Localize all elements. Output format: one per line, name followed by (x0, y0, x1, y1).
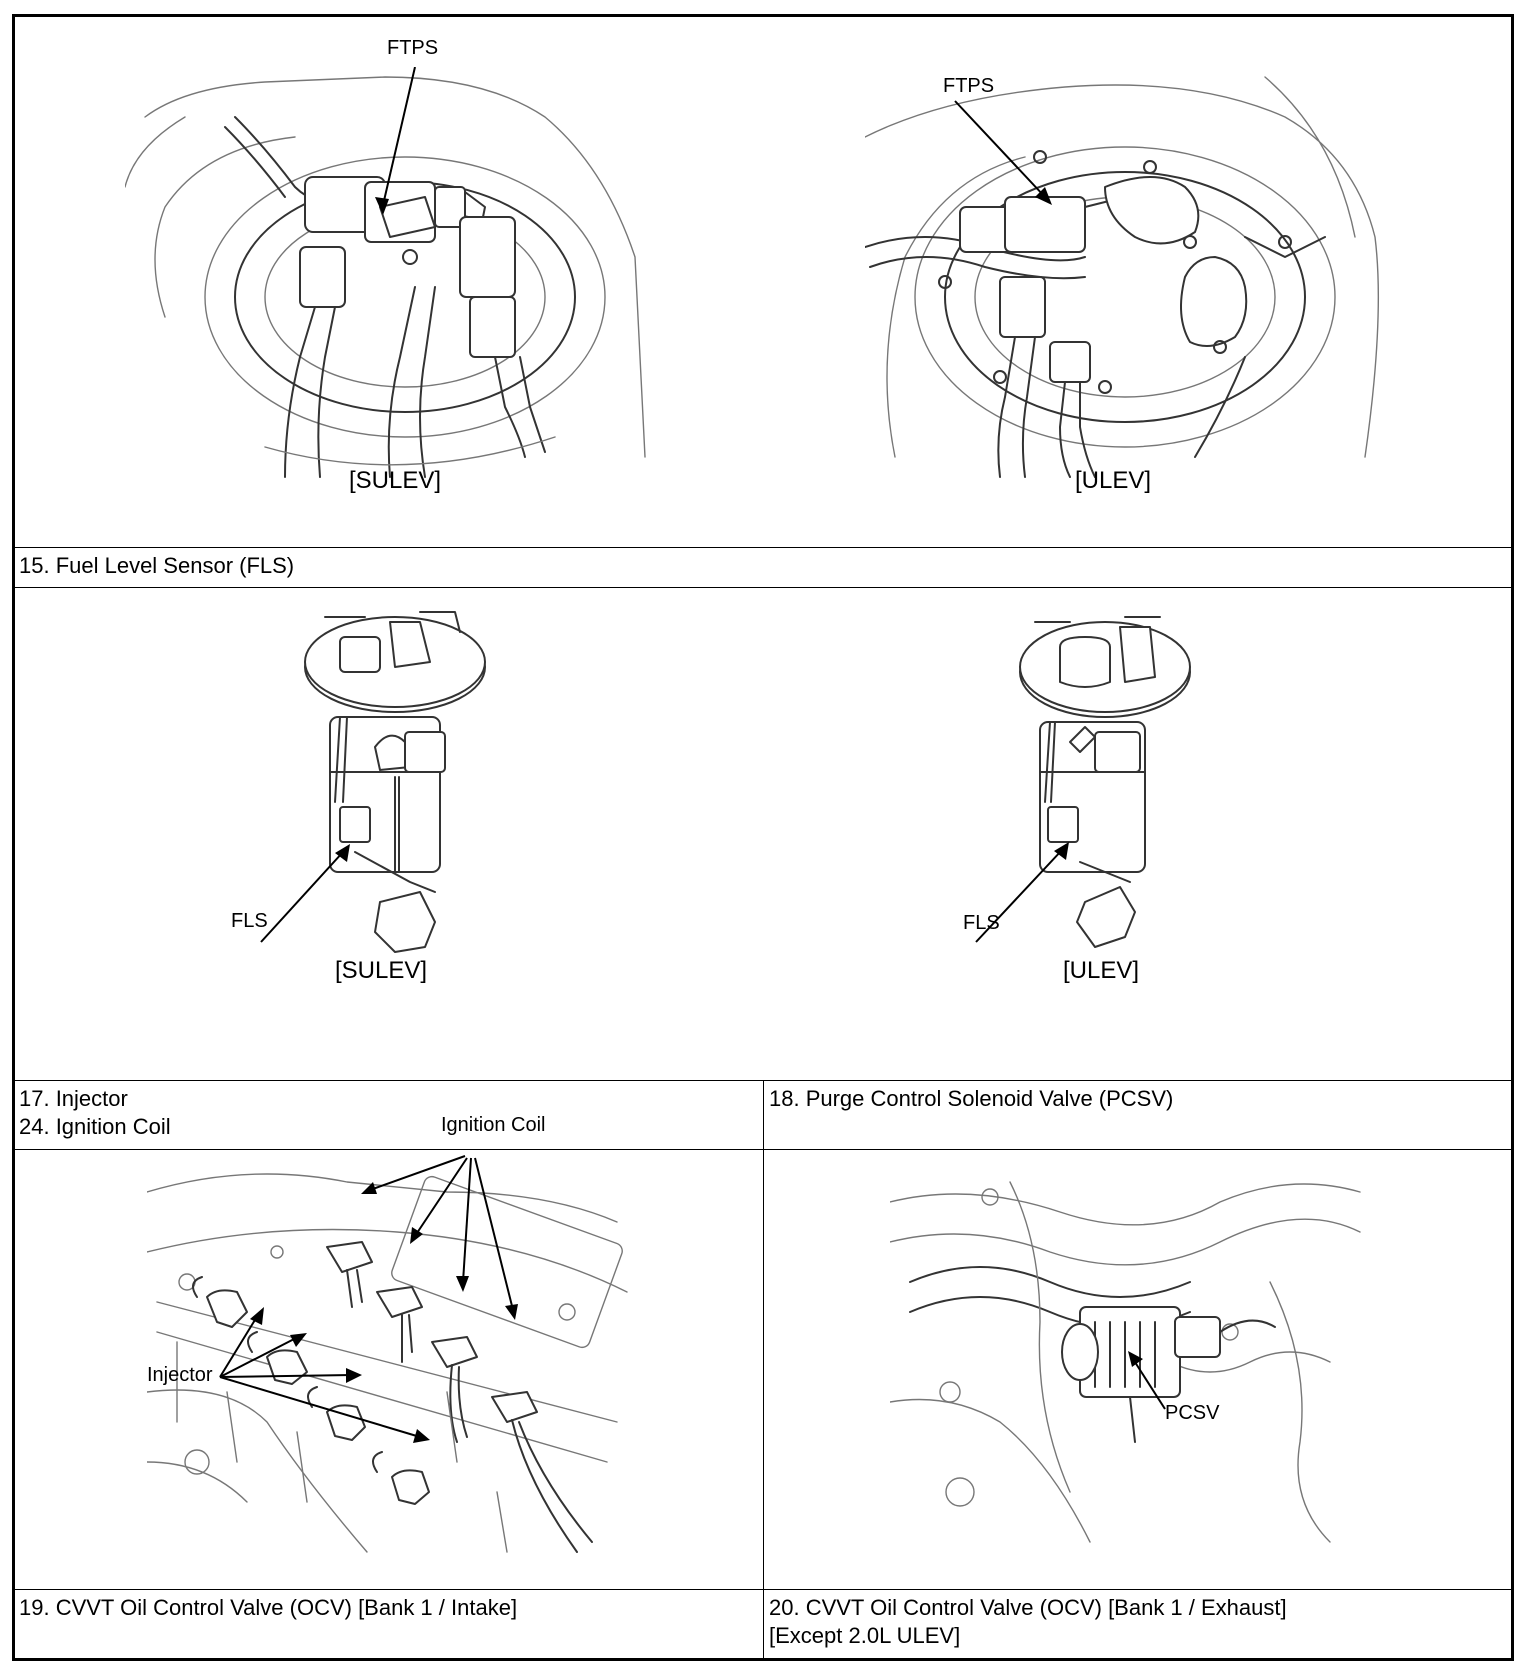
pcsv-label: PCSV (1165, 1402, 1220, 1424)
row-divider (15, 547, 1511, 548)
section-title: 24. Ignition Coil (19, 1114, 171, 1139)
row-divider (15, 587, 1511, 588)
variant-caption: [ULEV] (1062, 957, 1140, 984)
section-title: 17. Injector (19, 1086, 128, 1111)
variant-caption: [ULEV] (1074, 467, 1152, 494)
injector-ignition-coil-illustration (147, 1173, 628, 1553)
variant-caption: [SULEV] (334, 957, 428, 984)
pcsv-leader (1128, 1351, 1166, 1410)
fls-sulev-leader (260, 844, 350, 943)
pcsv-illustration (890, 1181, 1361, 1543)
section-title: 19. CVVT Oil Control Valve (OCV) [Bank 1… (19, 1595, 518, 1620)
fls-label: FLS (231, 910, 268, 932)
injector-label: Injector (147, 1364, 213, 1386)
ftps-sulev-illustration (125, 76, 646, 478)
section-title: 20. CVVT Oil Control Valve (OCV) [Bank 1… (769, 1595, 1287, 1620)
column-divider (763, 1080, 764, 1661)
ftps-ulev-leader (954, 100, 1052, 205)
section-title: [Except 2.0L ULEV] (769, 1623, 961, 1648)
ftps-label: FTPS (943, 75, 995, 97)
injector-leaders (219, 1307, 430, 1443)
ftps-sulev-leader (375, 67, 416, 215)
section-title: 15. Fuel Level Sensor (FLS) (19, 553, 295, 578)
fls-ulev-illustration (1019, 616, 1191, 948)
document-frame: FTPS [SULEV] FTPS [ULEV] 15. Fuel Level … (12, 14, 1514, 1661)
fls-sulev-illustration (304, 611, 486, 953)
fls-ulev-leader (975, 842, 1069, 943)
ftps-ulev-illustration (865, 76, 1380, 478)
variant-caption: [SULEV] (348, 467, 442, 494)
ignition-coil-leaders (361, 1155, 518, 1320)
ignition-coil-label: Ignition Coil (441, 1114, 546, 1136)
fls-label: FLS (963, 912, 1000, 934)
ftps-label: FTPS (387, 37, 439, 59)
section-title: 18. Purge Control Solenoid Valve (PCSV) (769, 1086, 1174, 1111)
